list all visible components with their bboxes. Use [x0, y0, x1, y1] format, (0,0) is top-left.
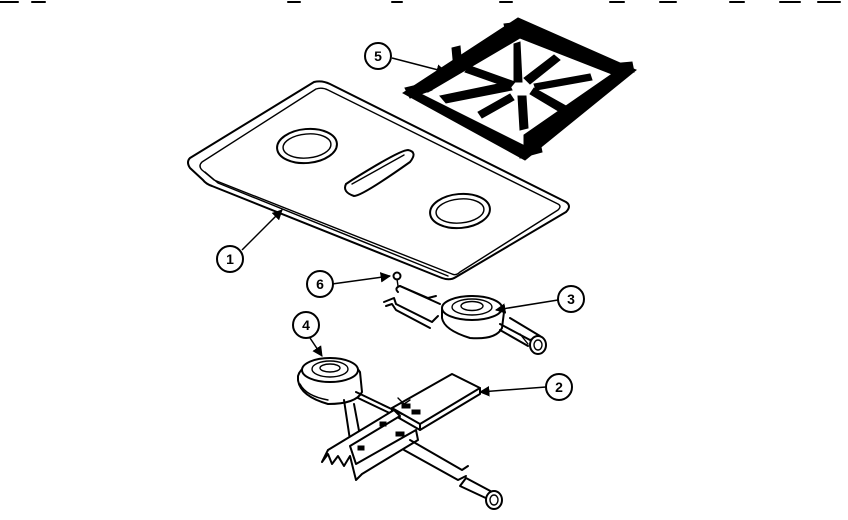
cooktop	[187, 80, 570, 281]
callout-1-label: 1	[226, 251, 234, 267]
callout-4: 4	[292, 311, 320, 339]
callout-5-label: 5	[374, 48, 382, 64]
callout-6-label: 6	[316, 276, 324, 292]
callout-4-label: 4	[302, 317, 310, 333]
callout-2-label: 2	[555, 379, 563, 395]
right-burner	[383, 285, 547, 355]
callout-3-label: 3	[567, 291, 575, 307]
left-burner	[297, 357, 363, 405]
clip	[392, 271, 402, 287]
leader-lines	[241, 57, 559, 397]
callout-1: 1	[216, 245, 244, 273]
callout-2: 2	[545, 373, 573, 401]
callout-3: 3	[557, 285, 585, 313]
callout-5: 5	[364, 42, 392, 70]
callout-6: 6	[306, 270, 334, 298]
burner-grate	[402, 17, 637, 161]
